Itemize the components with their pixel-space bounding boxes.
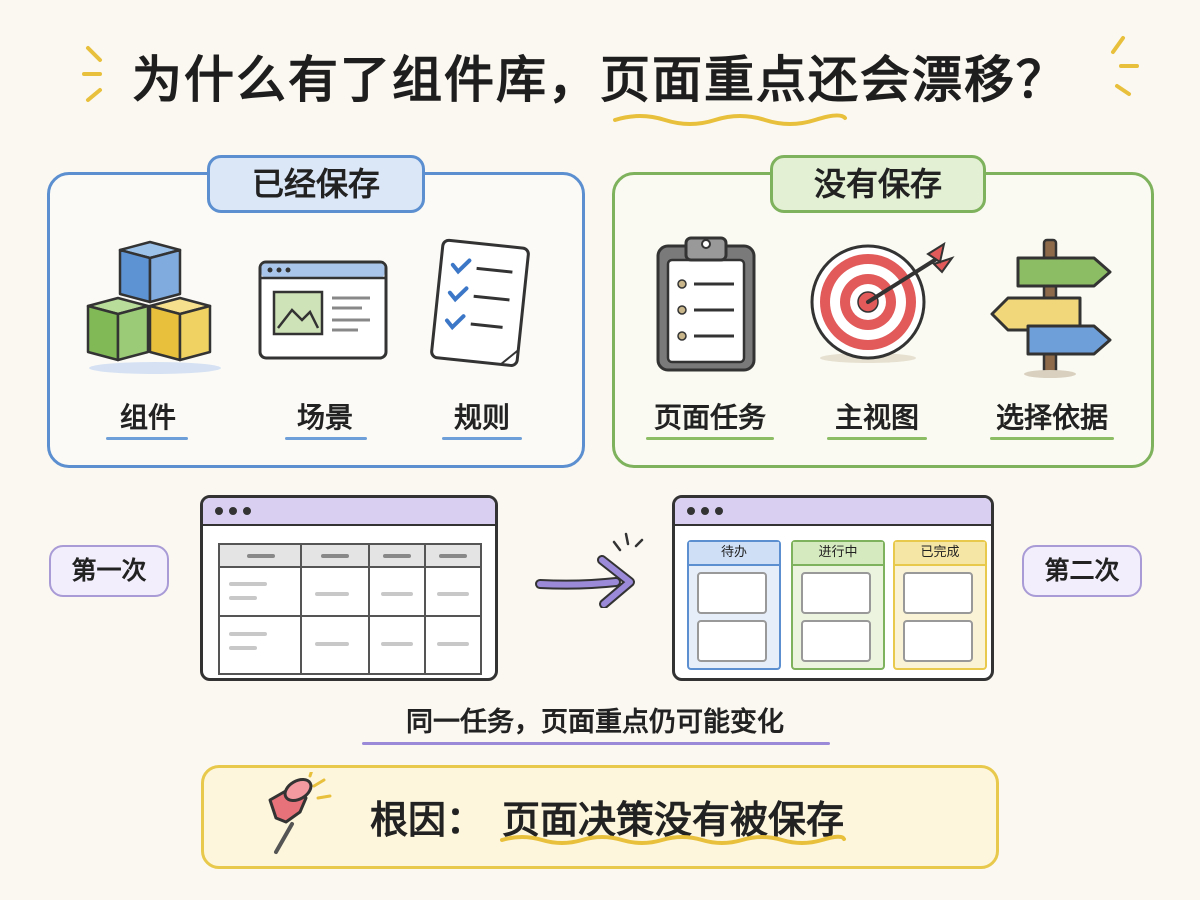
not-saved-item-label: 页面任务 [653, 401, 766, 434]
not-saved-heading: 没有保存 [770, 155, 986, 213]
saved-item-label: 组件 [119, 401, 176, 434]
signpost-icon [990, 238, 1112, 378]
not-saved-item-label: 主视图 [834, 401, 919, 434]
saved-item-label: 场景 [296, 401, 353, 434]
label-underline [442, 437, 522, 440]
label-underline [106, 437, 188, 440]
browser-window-icon [258, 260, 388, 360]
second-tag: 第二次 [1022, 545, 1142, 597]
caption: 同一任务，页面重点仍可能变化 [406, 707, 784, 738]
root-cause-underline [500, 834, 846, 845]
table-sketch [218, 543, 482, 675]
label-underline [990, 437, 1114, 440]
window-dot [215, 507, 223, 515]
window-titlebar [675, 498, 991, 526]
label-underline [646, 437, 774, 440]
sparkle-right-icon [1111, 36, 1139, 96]
kanban-column-todo: 待办 [687, 540, 781, 670]
kanban-card [903, 572, 973, 614]
label-underline [827, 437, 927, 440]
arrow-right-icon [535, 532, 644, 608]
first-window [200, 495, 498, 681]
root-cause-box [201, 765, 999, 869]
column-header: 已完成 [895, 542, 985, 566]
title-underline [613, 113, 847, 126]
first-tag: 第一次 [49, 545, 169, 597]
window-dot [701, 507, 709, 515]
window-dot [715, 507, 723, 515]
kanban-card [903, 620, 973, 662]
sparkle-left-icon [82, 46, 102, 102]
kanban-card [801, 572, 871, 614]
column-header: 进行中 [793, 542, 883, 566]
target-icon [810, 241, 955, 363]
window-dot [243, 507, 251, 515]
kanban-card [801, 620, 871, 662]
checklist-icon [430, 238, 530, 367]
window-titlebar [203, 498, 495, 526]
kanban-card [697, 620, 767, 662]
window-dot [687, 507, 695, 515]
pushpin-icon [268, 772, 332, 854]
kanban-card [697, 572, 767, 614]
column-header: 待办 [689, 542, 779, 566]
root-cause-prefix: 根因： [370, 798, 485, 842]
saved-heading: 已经保存 [207, 155, 425, 213]
second-window: 待办 进行中 已完成 [672, 495, 994, 681]
window-dot [229, 507, 237, 515]
caption-underline [362, 742, 830, 745]
clipboard-icon [656, 236, 756, 372]
root-cause-text: 页面决策没有被保存 [502, 798, 845, 842]
blocks-icon [86, 240, 221, 374]
saved-item-label: 规则 [453, 401, 510, 434]
label-underline [285, 437, 367, 440]
page-title: 为什么有了组件库，页面重点还会漂移？ [132, 51, 1068, 109]
not-saved-item-label: 选择依据 [995, 401, 1108, 434]
kanban-column-done: 已完成 [893, 540, 987, 670]
kanban-column-doing: 进行中 [791, 540, 885, 670]
